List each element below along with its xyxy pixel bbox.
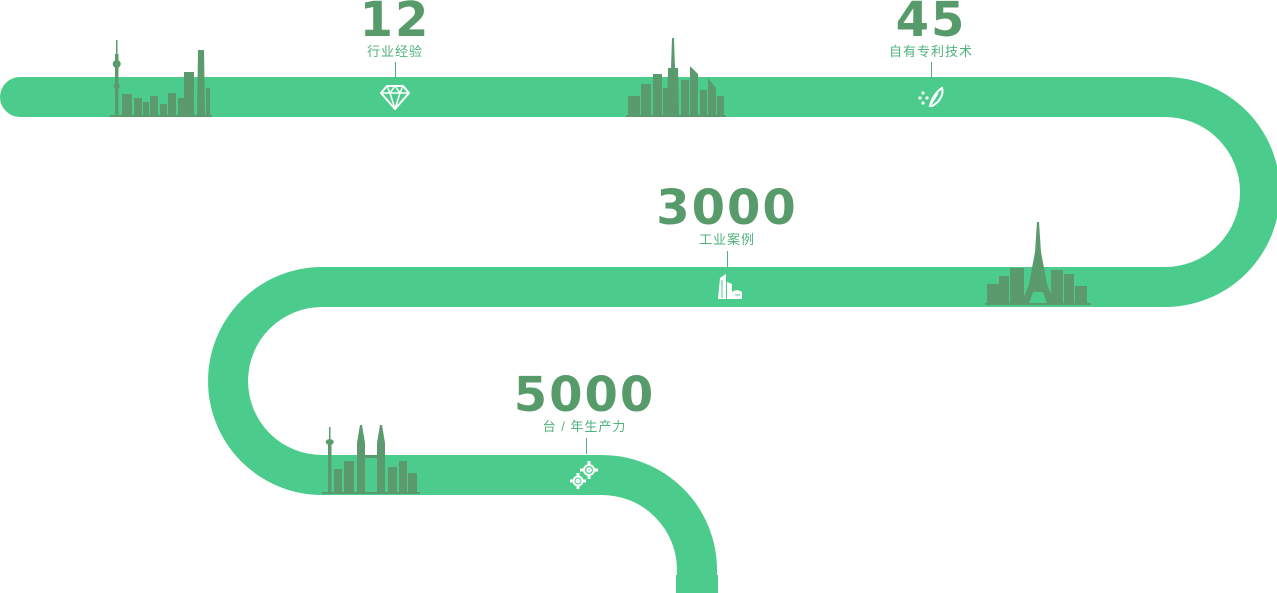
experience-connector [395, 62, 396, 78]
milestone-patents: 45 自有专利技术 [871, 0, 991, 60]
experience-number: 12 [359, 0, 431, 48]
buildings-icon [718, 274, 742, 299]
diamond-icon [380, 84, 410, 110]
milestone-capacity: 5000 台 / 年生产力 [502, 371, 667, 435]
milestone-experience: 12 行业经验 [345, 0, 445, 60]
cases-connector [727, 251, 728, 267]
paris-skyline [985, 222, 1091, 305]
patents-connector [931, 62, 932, 78]
experience-label: 行业经验 [366, 44, 423, 59]
patent-icon [918, 86, 944, 107]
capacity-number: 5000 [513, 367, 656, 423]
gears-icon [570, 461, 598, 489]
patents-label: 自有专利技术 [888, 44, 973, 59]
cases-number: 3000 [656, 180, 798, 236]
capacity-label: 台 / 年生产力 [542, 419, 627, 434]
cases-label: 工业案例 [698, 232, 755, 247]
dubai-skyline [626, 38, 726, 117]
patents-number: 45 [895, 0, 967, 48]
kuala-lumpur-skyline [322, 425, 420, 494]
capacity-connector [586, 438, 587, 454]
milestone-cases: 3000 工业案例 [647, 184, 807, 248]
shanghai-skyline [110, 40, 212, 117]
